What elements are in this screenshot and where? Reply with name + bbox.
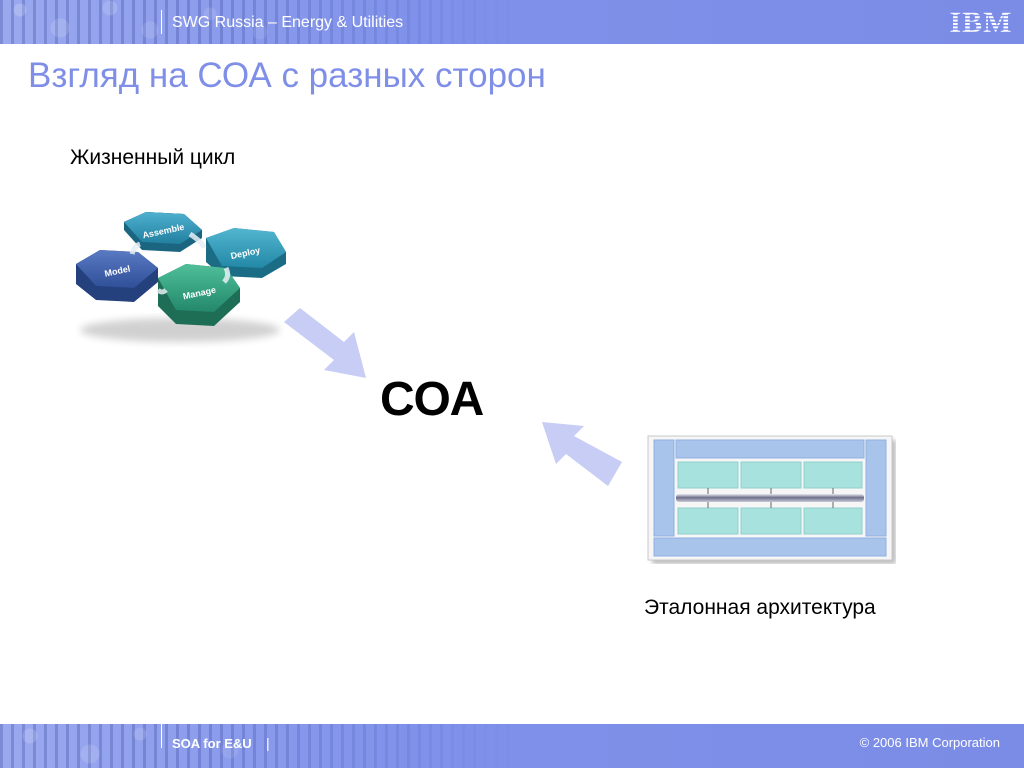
footer-pattern: [0, 724, 520, 768]
hex-deploy: Deploy: [206, 228, 286, 278]
header-pattern: [0, 0, 520, 44]
footer-copyright: © 2006 IBM Corporation: [859, 735, 1000, 750]
slide-title: Взгляд на СОА с разных сторон: [28, 56, 546, 95]
cycle-arrow-icon: [188, 231, 207, 249]
footer-left-text: SOA for E&U: [172, 736, 252, 751]
reference-architecture-label: Эталонная архитектура: [644, 596, 876, 619]
arrow-to-soa-icon: [284, 308, 366, 378]
arrow-from-reference-icon: [542, 422, 622, 486]
header-title: SWG Russia – Energy & Utilities: [172, 14, 404, 31]
ibm-logo: IBM: [950, 6, 1013, 36]
cycle-arrow-icon: [222, 266, 231, 284]
reference-architecture-diagram: [647, 435, 896, 564]
ibm-logo-text: IBM: [950, 6, 1013, 36]
footer-pipe: |: [266, 735, 270, 751]
hex-manage: Manage: [158, 264, 240, 326]
lifecycle-hex-diagram: Assemble Deploy Model Manage: [76, 212, 286, 342]
hex-assemble: Assemble: [124, 212, 202, 252]
footer-bar: SOA for E&U | © 2006 IBM Corporation: [0, 724, 1024, 768]
lifecycle-label: Жизненный цикл: [70, 146, 236, 169]
soa-center-label: СОА: [380, 373, 485, 426]
cycle-arrow-icon: [129, 241, 141, 255]
hex-model: Model: [76, 250, 158, 302]
header-bar: SWG Russia – Energy & Utilities IBM: [0, 0, 1024, 44]
header-separator: [161, 10, 162, 34]
footer-separator: [161, 724, 162, 748]
cycle-arrow-icon: [156, 288, 168, 295]
